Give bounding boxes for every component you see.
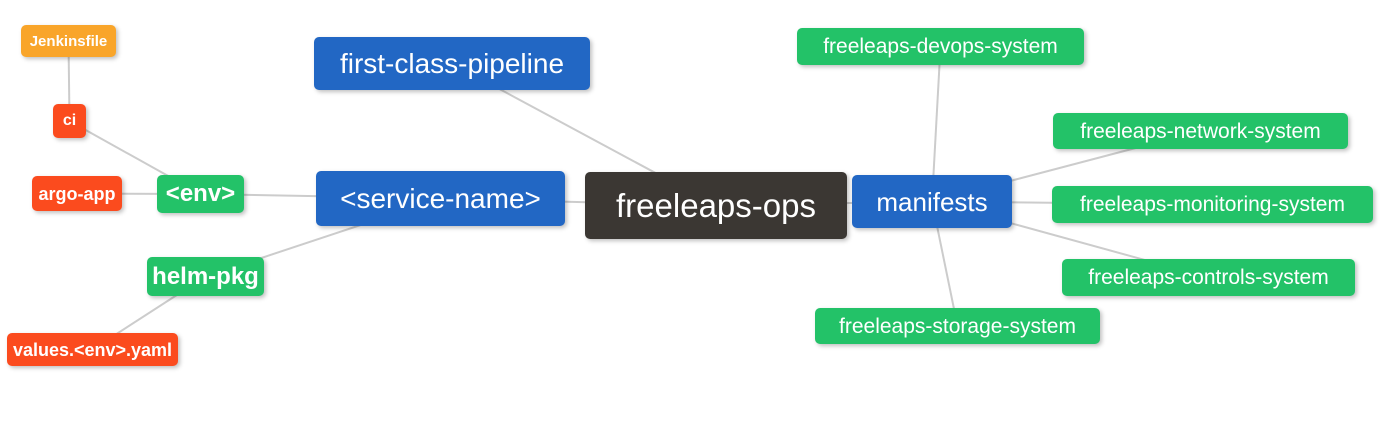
- node-freeleaps-monitoring-system[interactable]: freeleaps-monitoring-system: [1052, 186, 1373, 223]
- node-freeleaps-storage-system[interactable]: freeleaps-storage-system: [815, 308, 1100, 344]
- node-freeleaps-controls-system[interactable]: freeleaps-controls-system: [1062, 259, 1355, 296]
- node-helm-pkg[interactable]: helm-pkg: [147, 257, 264, 296]
- node-freeleaps-ops[interactable]: freeleaps-ops: [585, 172, 847, 239]
- node-jenkinsfile[interactable]: Jenkinsfile: [21, 25, 116, 57]
- node-freeleaps-devops-system[interactable]: freeleaps-devops-system: [797, 28, 1084, 65]
- node-env[interactable]: <env>: [157, 175, 244, 213]
- node-values-env-yaml[interactable]: values.<env>.yaml: [7, 333, 178, 366]
- node-first-class-pipeline[interactable]: first-class-pipeline: [314, 37, 590, 90]
- node-manifests[interactable]: manifests: [852, 175, 1012, 228]
- node-argo-app[interactable]: argo-app: [32, 176, 122, 211]
- node-service-name[interactable]: <service-name>: [316, 171, 565, 226]
- node-ci[interactable]: ci: [53, 104, 86, 138]
- node-freeleaps-network-system[interactable]: freeleaps-network-system: [1053, 113, 1348, 149]
